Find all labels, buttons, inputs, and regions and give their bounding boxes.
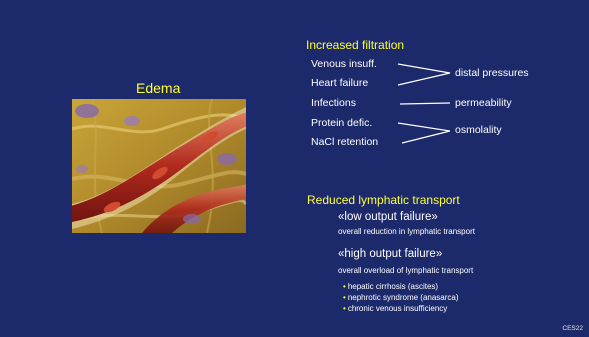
slide-code: CES22 (562, 325, 583, 332)
bullet-icon: • (343, 304, 346, 313)
reduced-lymphatic-heading: Reduced lymphatic transport (307, 193, 460, 207)
connector-line (398, 73, 450, 85)
example-nephrotic-syndrome: nephrotic syndrome (anasarca) (348, 293, 459, 302)
connector-line (402, 131, 450, 143)
bullet-icon: • (343, 293, 346, 302)
connector-line (398, 64, 450, 73)
list-item: •hepatic cirrhosis (ascites) (343, 281, 459, 292)
example-hepatic-cirrhosis: hepatic cirrhosis (ascites) (348, 282, 438, 291)
high-output-failure-desc: overall overload of lymphatic transport (338, 266, 473, 275)
connector-line (400, 103, 450, 104)
list-item: •chronic venous insufficiency (343, 303, 459, 314)
connector-line (398, 123, 450, 131)
list-item: •nephrotic syndrome (anasarca) (343, 292, 459, 303)
bullet-icon: • (343, 282, 346, 291)
high-output-failure-title: «high output failure» (338, 248, 442, 260)
low-output-failure-title: «low output failure» (338, 211, 438, 223)
low-output-failure-desc: overall reduction in lymphatic transport (338, 227, 475, 236)
example-venous-insufficiency: chronic venous insufficiency (348, 304, 447, 313)
high-output-examples-list: •hepatic cirrhosis (ascites) •nephrotic … (343, 281, 459, 314)
